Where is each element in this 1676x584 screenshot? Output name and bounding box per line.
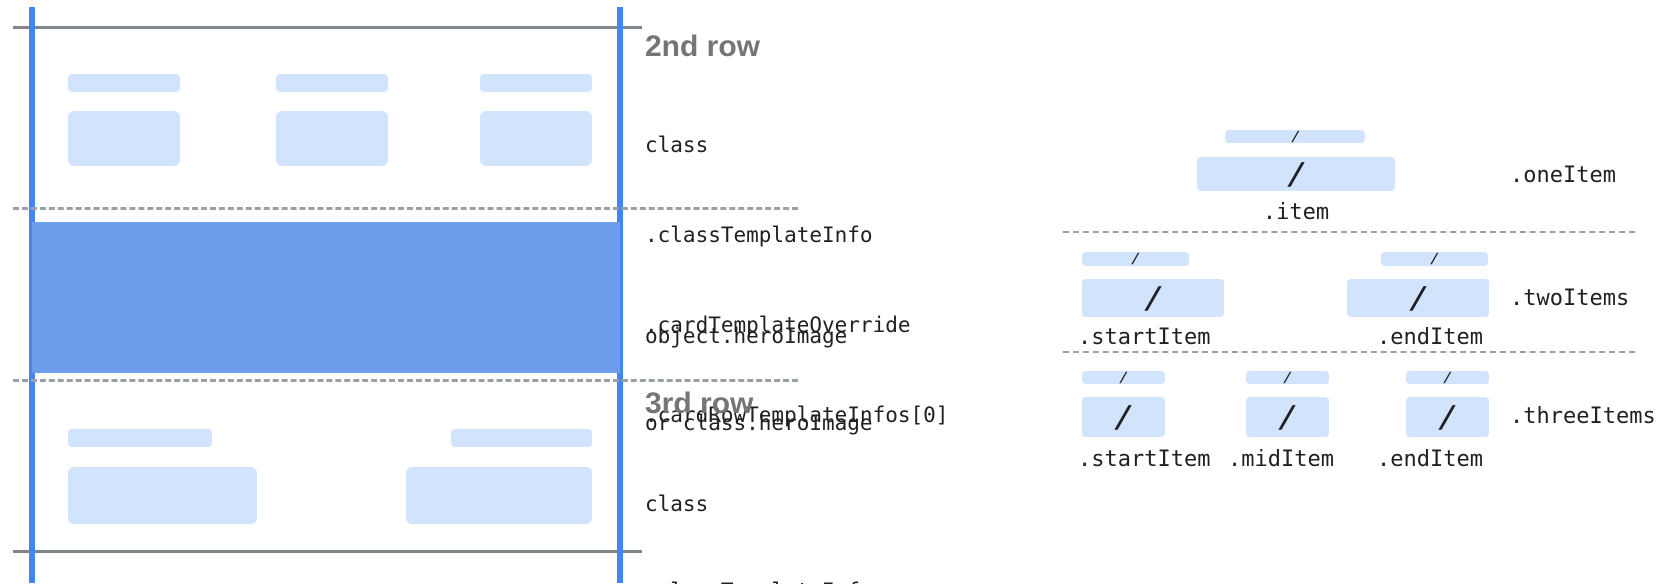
row3-heading: 3rd row	[645, 387, 754, 420]
card-top-border-line	[13, 26, 642, 29]
row3-code-block: class .classTemplateInfo .cardTemplateOv…	[645, 432, 948, 584]
threeitems-end-large-bar: /	[1406, 397, 1489, 437]
row2-col2-label-bar	[276, 74, 388, 92]
oneitem-item-label: .item	[1262, 200, 1330, 225]
slash-glyph: /	[1112, 399, 1135, 435]
slash-glyph: /	[1282, 369, 1293, 386]
row2-code-line-4: .cardRowTemplateInfos[0]	[645, 403, 949, 427]
twoitems-row-label: .twoItems	[1510, 286, 1630, 311]
row2-col1-label-bar	[68, 74, 180, 92]
hero-code-line-1: object.heroImage	[645, 324, 848, 348]
twoitems-start-large-bar: /	[1082, 279, 1224, 317]
card-bottom-border-line	[13, 550, 642, 553]
slash-glyph: /	[1118, 369, 1129, 386]
twoitems-threeitems-dashed-separator	[1063, 351, 1635, 353]
slash-glyph: /	[1436, 399, 1459, 435]
hero-code-line-2: or class.heroImage	[645, 411, 873, 435]
slash-glyph: /	[1442, 369, 1453, 386]
threeitems-start-small-bar: /	[1082, 369, 1165, 386]
threeitems-mid-label: .midItem	[1228, 447, 1334, 472]
row3-start-label-bar	[68, 429, 212, 447]
row2-code-block: class .classTemplateInfo .cardTemplateOv…	[645, 70, 948, 490]
row2-col3-value-box	[480, 111, 592, 166]
oneitem-row-label: .oneItem	[1510, 163, 1616, 188]
slash-glyph: /	[1289, 128, 1301, 145]
threeitems-end-label: .endItem	[1377, 447, 1483, 472]
twoitems-start-small-bar: /	[1082, 251, 1189, 267]
hero-top-dashed-separator	[13, 207, 798, 210]
row3-end-value-box	[406, 467, 592, 524]
threeitems-mid-small-bar: /	[1246, 369, 1329, 386]
twoitems-end-large-bar: /	[1347, 279, 1489, 317]
row2-col2-value-box	[276, 111, 388, 166]
threeitems-mid-large-bar: /	[1246, 397, 1329, 437]
row2-col1-value-box	[68, 111, 180, 166]
row3-start-value-box	[68, 467, 257, 524]
threeitems-end-small-bar: /	[1406, 369, 1489, 386]
hero-image-band	[32, 222, 620, 373]
hero-bottom-dashed-separator	[13, 379, 798, 382]
slash-glyph: /	[1407, 280, 1429, 316]
oneitem-twoitems-dashed-separator	[1063, 231, 1635, 233]
oneitem-item-large-bar: /	[1197, 156, 1395, 192]
slash-glyph: /	[1142, 280, 1164, 316]
slash-glyph: /	[1276, 399, 1299, 435]
slash-glyph: /	[1429, 251, 1440, 267]
threeitems-start-large-bar: /	[1082, 397, 1165, 437]
row3-code-line-2: .classTemplateInfo	[645, 577, 948, 584]
slash-glyph: /	[1130, 251, 1141, 267]
hero-code-block: object.heroImage or class.heroImage	[645, 264, 873, 496]
row2-code-line-2: .classTemplateInfo	[645, 223, 873, 247]
row2-heading: 2nd row	[645, 30, 761, 63]
row3-code-line-1: class	[645, 492, 709, 516]
row2-code-line-3: .cardTemplateOverride	[645, 313, 911, 337]
threeitems-start-label: .startItem	[1078, 447, 1211, 472]
oneitem-item-small-bar: /	[1225, 128, 1365, 145]
row2-code-line-1: class	[645, 133, 709, 157]
card-right-guide-line	[617, 7, 623, 583]
threeitems-row-label: .threeItems	[1510, 404, 1656, 429]
twoitems-end-label: .endItem	[1377, 325, 1483, 350]
row3-end-label-bar	[451, 429, 592, 447]
twoitems-end-small-bar: /	[1381, 251, 1488, 267]
slash-glyph: /	[1285, 156, 1307, 192]
twoitems-start-label: .startItem	[1078, 325, 1211, 350]
row2-col3-label-bar	[480, 74, 592, 92]
